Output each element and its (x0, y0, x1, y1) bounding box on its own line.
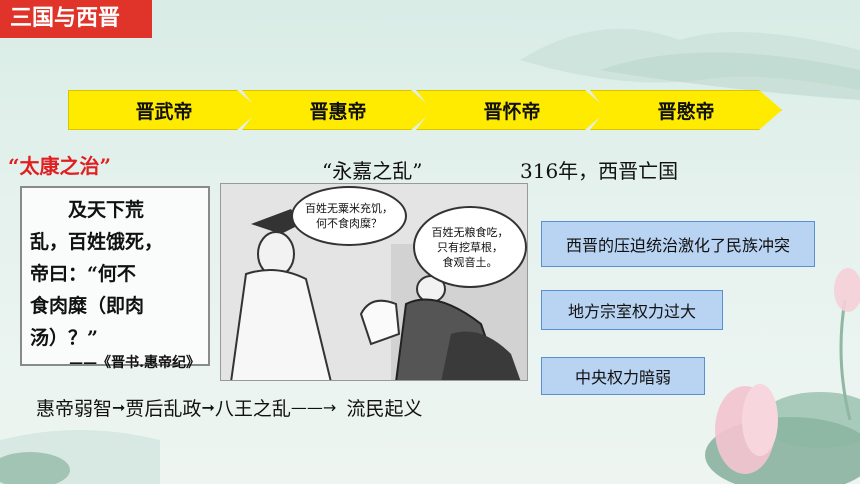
quote-line: 乱，百姓饿死， (30, 231, 164, 253)
quote-line: 及天下荒 (68, 199, 145, 221)
historical-quote-box: 及天下荒 乱，百姓饿死， 帝曰：“何不 食肉糜（即肉 汤）？” ——《晋书.惠帝… (20, 186, 210, 371)
emperor-timeline: 晋武帝 晋惠帝 晋怀帝 晋愍帝 (68, 90, 782, 130)
chain-step: 贾后乱政 (125, 398, 202, 420)
cause-ethnic-conflict[interactable]: 西晋的压迫统治激化了民族冲突 (541, 221, 815, 267)
quote-line: 汤）？” (30, 327, 98, 349)
speech-bubble-emperor: 百姓无粟米充饥，何不食肉糜？ (291, 186, 407, 246)
emperor-wudi: 晋武帝 (68, 90, 260, 130)
emperor-mindi: 晋愍帝 (590, 90, 782, 130)
cause-local-clan-power[interactable]: 地方宗室权力过大 (541, 290, 723, 330)
quote-source: ——《晋书.惠帝纪》 (69, 355, 200, 371)
comic-illustration: 百姓无粟米充饥，何不食肉糜？ 百姓无粮食吃，只有挖草根，食观音土。 (220, 183, 528, 381)
label-western-jin-fall: 316年，西晋亡国 (520, 159, 679, 183)
arrow-right-icon: ➞ (201, 398, 215, 417)
chain-step: 八王之乱 (214, 398, 291, 420)
arrow-right-icon: ➞ (112, 398, 126, 417)
quote-line: 帝曰：“何不 (30, 263, 136, 285)
label-yongjia-zhi-luan: “永嘉之乱” (322, 159, 423, 183)
emperor-huaidi: 晋怀帝 (416, 90, 608, 130)
quote-line: 食肉糜（即肉 (30, 295, 145, 317)
speech-bubble-minister: 百姓无粮食吃，只有挖草根，食观音土。 (413, 206, 527, 288)
long-arrow-right-icon: ——→ (290, 398, 347, 417)
label-taikang-zhi-zhi: “太康之治” (8, 154, 112, 178)
section-tag: 三国与西晋 (0, 0, 152, 38)
emperor-huidi: 晋惠帝 (242, 90, 434, 130)
cause-chain: 惠帝弱智➞贾后乱政➞八王之乱——→ 流民起义 (36, 394, 422, 421)
chain-step: 惠帝弱智 (36, 398, 113, 420)
cause-weak-central-power[interactable]: 中央权力暗弱 (541, 357, 705, 395)
chain-step: 流民起义 (346, 398, 423, 420)
